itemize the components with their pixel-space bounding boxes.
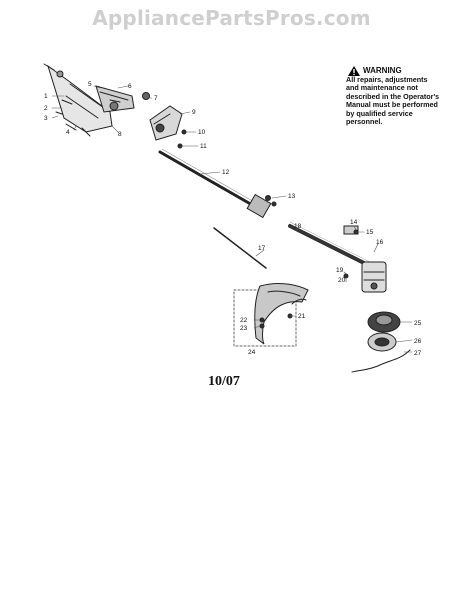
warning-title: WARNING: [363, 65, 402, 75]
callout-17: 17: [258, 245, 266, 252]
callout-26: 26: [414, 338, 422, 345]
trimmer-head: [351, 311, 411, 373]
callout-22: 22: [240, 317, 248, 324]
callout-19: 19: [336, 267, 344, 274]
callout-27: 27: [414, 350, 422, 357]
warning-notice: WARNING All repairs, adjustments and mai…: [344, 66, 442, 126]
callout-24: 24: [248, 349, 256, 356]
date-code: 10/07: [208, 374, 240, 389]
warning-heading: WARNING: [348, 66, 442, 76]
callout-7: 7: [154, 95, 158, 102]
callout-6: 6: [128, 83, 132, 90]
callout-14: 14: [350, 219, 358, 226]
callout-numbers: 1 2 3 4 5 6 7 8 9 10 11 12 13 14 15 16 1…: [44, 81, 422, 357]
upper-shaft: [158, 148, 277, 219]
callout-5: 5: [88, 81, 92, 88]
callout-3: 3: [44, 115, 48, 122]
leader-lines: [51, 85, 413, 353]
callout-1: 1: [44, 93, 48, 100]
callout-2: 2: [44, 105, 48, 112]
shield-assembly: [233, 283, 309, 347]
callout-8: 8: [118, 131, 122, 138]
callout-10: 10: [198, 129, 206, 136]
callout-9: 9: [192, 109, 196, 116]
engine-assembly: [43, 63, 187, 149]
callout-12: 12: [222, 169, 230, 176]
callout-25: 25: [414, 320, 422, 327]
warning-text: All repairs, adjustments and maintenance…: [346, 75, 440, 127]
callout-13: 13: [288, 193, 296, 200]
callout-20: 20: [338, 277, 346, 284]
callout-23: 23: [240, 325, 248, 332]
callout-21: 21: [298, 313, 306, 320]
callout-4: 4: [66, 129, 70, 136]
site-watermark-title: AppliancePartsPros.com: [92, 6, 371, 30]
flex-cable: [213, 227, 267, 269]
callout-16: 16: [376, 239, 384, 246]
warning-triangle-icon: [348, 66, 360, 76]
callout-18: 18: [294, 223, 302, 230]
lower-shaft: [288, 221, 387, 293]
callout-11: 11: [200, 143, 207, 150]
callout-15: 15: [366, 229, 374, 236]
